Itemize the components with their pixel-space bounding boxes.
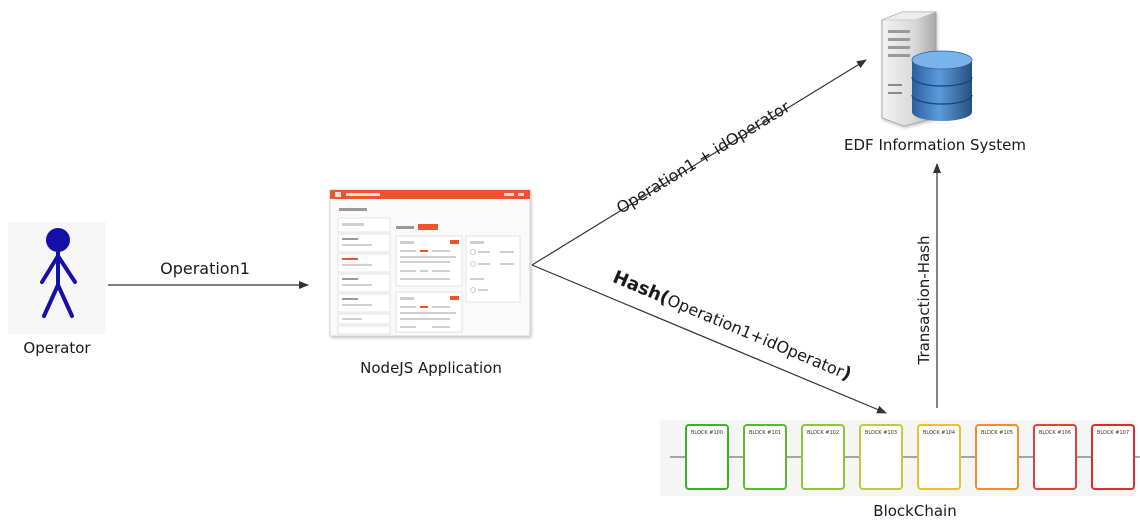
transaction-hash-label: Transaction-Hash (915, 235, 933, 365)
block-4 (917, 424, 961, 490)
block-label-5: BLOCK #105 (981, 430, 1013, 436)
edf-information-system-label: EDF Information System (844, 136, 1026, 154)
block-2 (801, 424, 845, 490)
operator-label: Operator (23, 339, 91, 357)
edf-information-system-node: EDF Information System (844, 11, 1026, 154)
edge-operation1: Operation1 (108, 259, 309, 289)
block-label-0: BLOCK #100 (691, 430, 723, 436)
database-icon (911, 50, 973, 121)
block-label-7: BLOCK #107 (1097, 430, 1129, 436)
block-3 (859, 424, 903, 490)
to-server-label: Operation1 + idOperator (613, 97, 793, 218)
operation1-label: Operation1 (160, 259, 250, 278)
blockchain-label: BlockChain (873, 502, 956, 520)
block-1 (743, 424, 787, 490)
blockchain-node: BLOCK #100 BLOCK #101 BLOCK #102 BLOCK #103… (660, 420, 1140, 520)
app-sidebar (337, 217, 391, 335)
app-screenshot (329, 189, 531, 337)
app-main-panel (395, 224, 521, 333)
nodejs-app-node: NodeJS Application (329, 189, 531, 377)
block-0 (685, 424, 729, 490)
hash-label: Hash(Operation1+idOperator) (610, 267, 855, 385)
block-label-2: BLOCK #102 (807, 430, 839, 436)
block-label-3: BLOCK #103 (865, 430, 897, 436)
app-header-bar (330, 190, 530, 199)
operator-person-icon (40, 228, 77, 318)
nodejs-app-label: NodeJS Application (360, 359, 502, 377)
block-7 (1091, 424, 1135, 490)
hash-arrow (531, 264, 887, 414)
block-label-4: BLOCK #104 (923, 430, 955, 436)
block-6 (1033, 424, 1077, 490)
operator-node: Operator (8, 222, 106, 357)
edge-hash: Hash(Operation1+idOperator) (531, 264, 887, 414)
blockchain-chain: BLOCK #100 BLOCK #101 BLOCK #102 BLOCK #103… (670, 424, 1140, 490)
hash-label-args: Operation1+idOperator (664, 290, 846, 381)
block-label-6: BLOCK #106 (1039, 430, 1071, 436)
hash-label-bold: Hash( (610, 267, 673, 309)
to-server-arrow (531, 59, 867, 266)
block-5 (975, 424, 1019, 490)
block-label-1: BLOCK #101 (749, 430, 781, 436)
edge-to-server: Operation1 + idOperator (531, 59, 867, 266)
edge-transaction-hash: Transaction-Hash (915, 163, 941, 408)
